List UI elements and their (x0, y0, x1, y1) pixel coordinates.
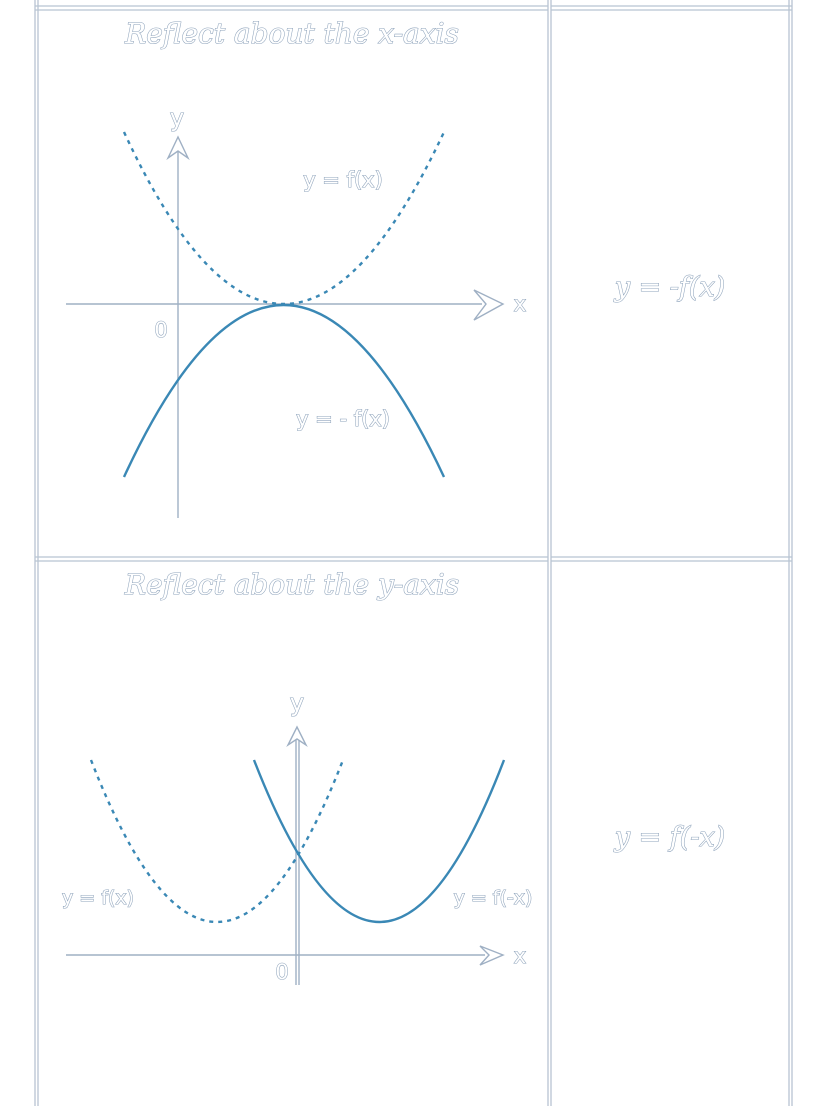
x-axis-arrow-icon (473, 289, 505, 321)
row2-axes (66, 725, 505, 985)
row-x-axis-reflection: Reflect about the x-axis x y 0 y = f(x) … (66, 16, 726, 518)
row1-title: Reflect about the x-axis (124, 17, 459, 50)
row2-formula: y = f(-x) (614, 822, 725, 853)
row1-y-axis-label: y (170, 104, 184, 132)
row1-dotted-label: y = f(x) (303, 168, 383, 192)
row2-y-axis-label: y (290, 689, 304, 717)
row2-solid-curve (252, 759, 506, 924)
x-axis-arrow-icon (479, 945, 505, 966)
row2-title: Reflect about the y-axis (124, 568, 459, 601)
row2-origin-label: 0 (275, 960, 288, 984)
y-axis-arrow-icon (166, 135, 190, 161)
row1-origin-label: 0 (154, 318, 167, 342)
row1-solid-label: y = - f(x) (296, 407, 390, 431)
row2-dotted-curve (89, 759, 345, 924)
row1-solid-curve (122, 304, 446, 478)
row1-formula: y = -f(x) (614, 272, 725, 303)
row2-solid-label: y = f(-x) (454, 887, 533, 909)
table-grid (34, 0, 793, 1106)
row1-dotted-curve (122, 131, 446, 305)
row-y-axis-reflection: Reflect about the y-axis x y 0 y = f(x) … (61, 567, 726, 985)
row1-x-axis-label: x (514, 292, 526, 316)
row2-x-axis-label: x (514, 944, 526, 968)
row2-dotted-label: y = f(x) (62, 887, 134, 909)
y-axis-arrow-icon (286, 725, 308, 748)
